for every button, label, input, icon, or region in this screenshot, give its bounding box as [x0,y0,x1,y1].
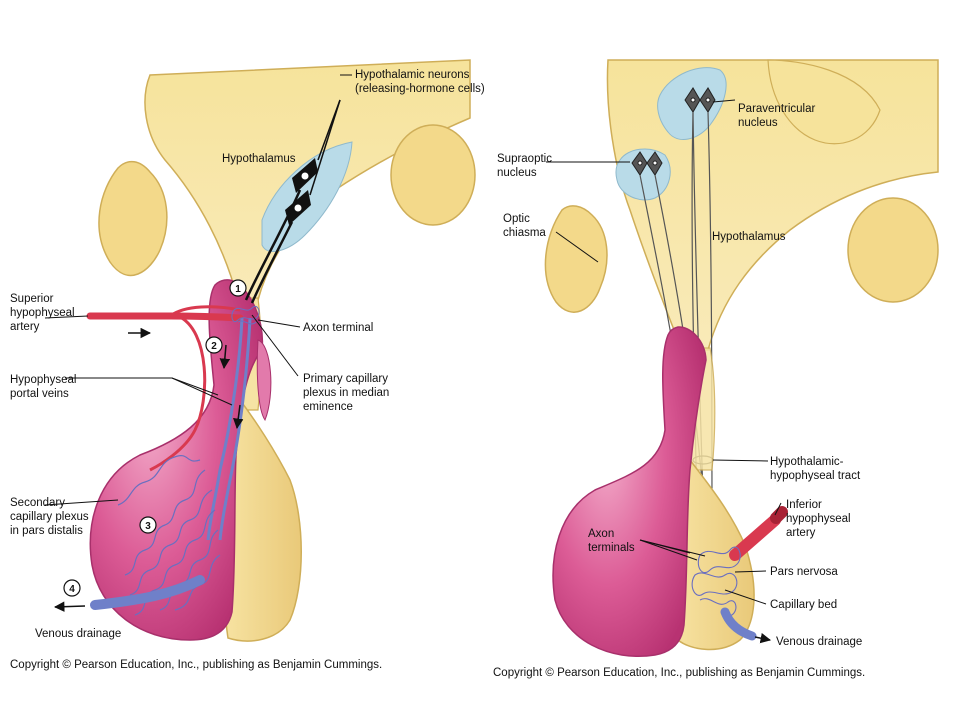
left-labels: Hypothalamic neurons (releasing-hormone … [10,69,485,671]
pars-tuberalis-left [256,339,272,422]
label-optic-chiasma: Optic chiasma [503,213,546,239]
copyright-left: Copyright © Pearson Education, Inc., pub… [10,659,382,671]
step-1: 1 [235,284,241,295]
optic-chiasma-left [98,160,168,277]
label-tract: Hypothalamic- hypophyseal tract [770,456,861,482]
artery-branch-2 [169,305,241,318]
anterior-lobe-left [89,279,264,641]
label-secondary-plexus: Secondary capillary plexus in pars dista… [10,497,92,537]
venous-drainage-arrow [53,601,86,612]
upper-brain-bulge [767,59,881,145]
venous-drainage-arrow-right [754,632,772,644]
label-capillary-bed: Capillary bed [770,599,837,611]
label-inferior-artery: Inferior hypophyseal artery [786,499,854,539]
neuron-cells-right [631,87,716,176]
label-hypothalamic-neurons: Hypothalamic neurons (releasing-hormone … [355,69,485,95]
label-venous-drainage-right: Venous drainage [776,636,862,648]
venous-drainage-vessel [90,575,205,610]
flow-arrow-down-1 [219,344,231,370]
portal-vein-2 [218,317,252,541]
left-leader-lines [44,74,352,506]
label-portal-veins: Hypophyseal portal veins [10,374,80,400]
label-supraoptic: Supraoptic nucleus [497,153,555,179]
right-leader-lines [546,99,782,605]
flow-arrow-down-2 [233,404,244,430]
label-axon-terminal: Axon terminal [303,322,373,334]
label-primary-plexus: Primary capillary plexus in median emine… [303,373,393,413]
artery-branch [149,314,207,472]
optic-chiasma-right [544,205,608,313]
step-3: 3 [145,521,151,532]
step-4: 4 [69,584,75,595]
left-panel: 1 2 3 4 Hypothalamic neurons (releas [10,59,485,671]
right-panel: Paraventricular nucleus Supraoptic nucle… [493,59,939,679]
mammillary-body-right [847,197,939,303]
label-axon-terminals: Axon terminals [588,528,635,554]
label-hypothalamus-left: Hypothalamus [222,153,296,165]
hypothalamic-neurons [244,99,341,304]
copyright-right: Copyright © Pearson Education, Inc., pub… [493,667,865,679]
mammillary-body-left [390,124,476,226]
label-venous-drainage-left: Venous drainage [35,628,121,640]
inferior-artery-tip [770,506,788,524]
step-2: 2 [211,341,217,352]
anterior-lobe-right [552,326,707,657]
superior-hypophyseal-artery [86,312,244,322]
primary-capillary-plexus [231,305,260,325]
right-labels: Paraventricular nucleus Supraoptic nucle… [493,103,865,679]
label-pars-nervosa: Pars nervosa [770,566,838,578]
portal-vein-1 [206,317,244,541]
label-superior-artery: Superior hypophyseal artery [10,293,78,333]
label-paraventricular: Paraventricular nucleus [738,103,819,129]
inferior-hypophyseal-artery [729,514,781,561]
venous-drainage-vessel-right [720,607,757,641]
label-hypothalamus-right: Hypothalamus [712,231,786,243]
step-markers: 1 2 3 4 [63,279,247,597]
